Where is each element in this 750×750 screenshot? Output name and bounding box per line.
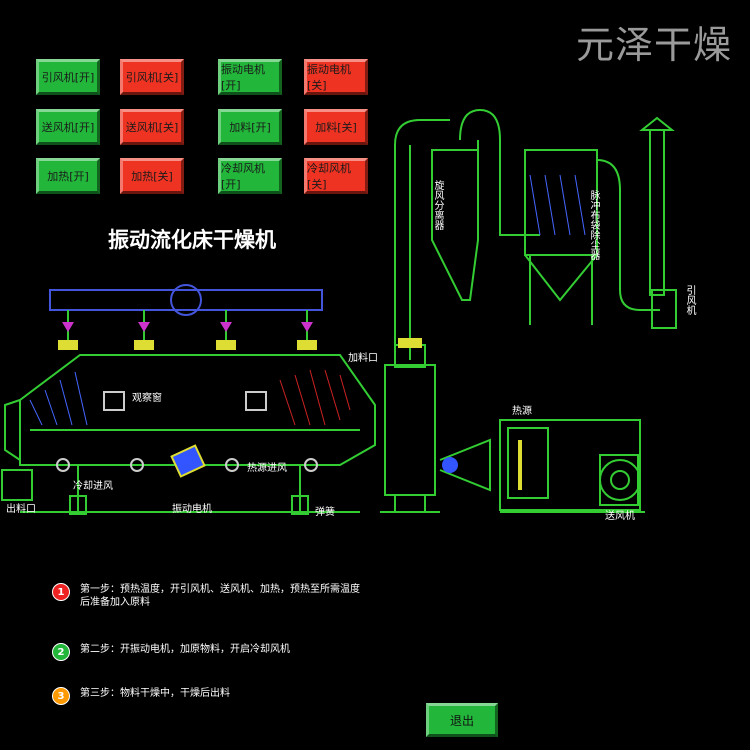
feeder-off-button[interactable]: 加料[关] — [304, 109, 368, 145]
step-number-badge: 2 — [52, 643, 70, 661]
feed-inlet-label: 加料口 — [348, 353, 378, 364]
step-text: 第二步：开振动电机，加原物料，开启冷却风机 — [80, 644, 290, 655]
vibration-motor-off-button[interactable]: 振动电机[关] — [304, 59, 368, 95]
blower-label: 送风机 — [605, 511, 635, 522]
page-title: 振动流化床干燥机 — [108, 228, 276, 252]
step-number-badge: 3 — [52, 687, 70, 705]
cold-air-inlet-label: 冷却进风 — [73, 481, 113, 492]
feeder-on-button[interactable]: 加料[开] — [218, 109, 282, 145]
heating-on-button[interactable]: 加热[开] — [36, 158, 100, 194]
induced-fan-off-button[interactable]: 引风机[关] — [120, 59, 184, 95]
sight-glass-label: 观察窗 — [132, 393, 162, 404]
step-1: 1 第一步：预热温度，开引风机、送风机、加热，预热至所需温度后准备加入原料 — [52, 583, 360, 609]
outlet-label: 出料口 — [6, 504, 36, 515]
exit-button[interactable]: 退出 — [426, 703, 498, 737]
induced-fan-label: 引风机 — [684, 285, 695, 315]
vibration-motor-label: 振动电机 — [172, 504, 212, 515]
cooling-fan-off-button[interactable]: 冷却风机[关] — [304, 158, 368, 194]
hot-air-inlet-label: 热源进风 — [247, 463, 287, 474]
step-text: 第一步：预热温度，开引风机、送风机、加热，预热至所需温度后准备加入原料 — [80, 584, 360, 608]
spring-label: 弹簧 — [315, 507, 335, 518]
induced-fan-on-button[interactable]: 引风机[开] — [36, 59, 100, 95]
step-3: 3 第三步：物料干燥中，干燥后出料 — [52, 687, 360, 705]
blower-off-button[interactable]: 送风机[关] — [120, 109, 184, 145]
bag-filter-label: 脉冲布袋除尘器 — [588, 190, 599, 260]
heating-off-button[interactable]: 加热[关] — [120, 158, 184, 194]
step-2: 2 第二步：开振动电机，加原物料，开启冷却风机 — [52, 643, 360, 661]
brand-logo-text: 元泽干燥 — [576, 23, 733, 67]
step-text: 第三步：物料干燥中，干燥后出料 — [80, 688, 230, 699]
cooling-fan-on-button[interactable]: 冷却风机[开] — [218, 158, 282, 194]
heat-source-label: 热源 — [512, 406, 532, 417]
step-number-badge: 1 — [52, 583, 70, 601]
blower-on-button[interactable]: 送风机[开] — [36, 109, 100, 145]
cyclone-label: 旋风分离器 — [432, 180, 443, 230]
vibration-motor-on-button[interactable]: 振动电机[开] — [218, 59, 282, 95]
